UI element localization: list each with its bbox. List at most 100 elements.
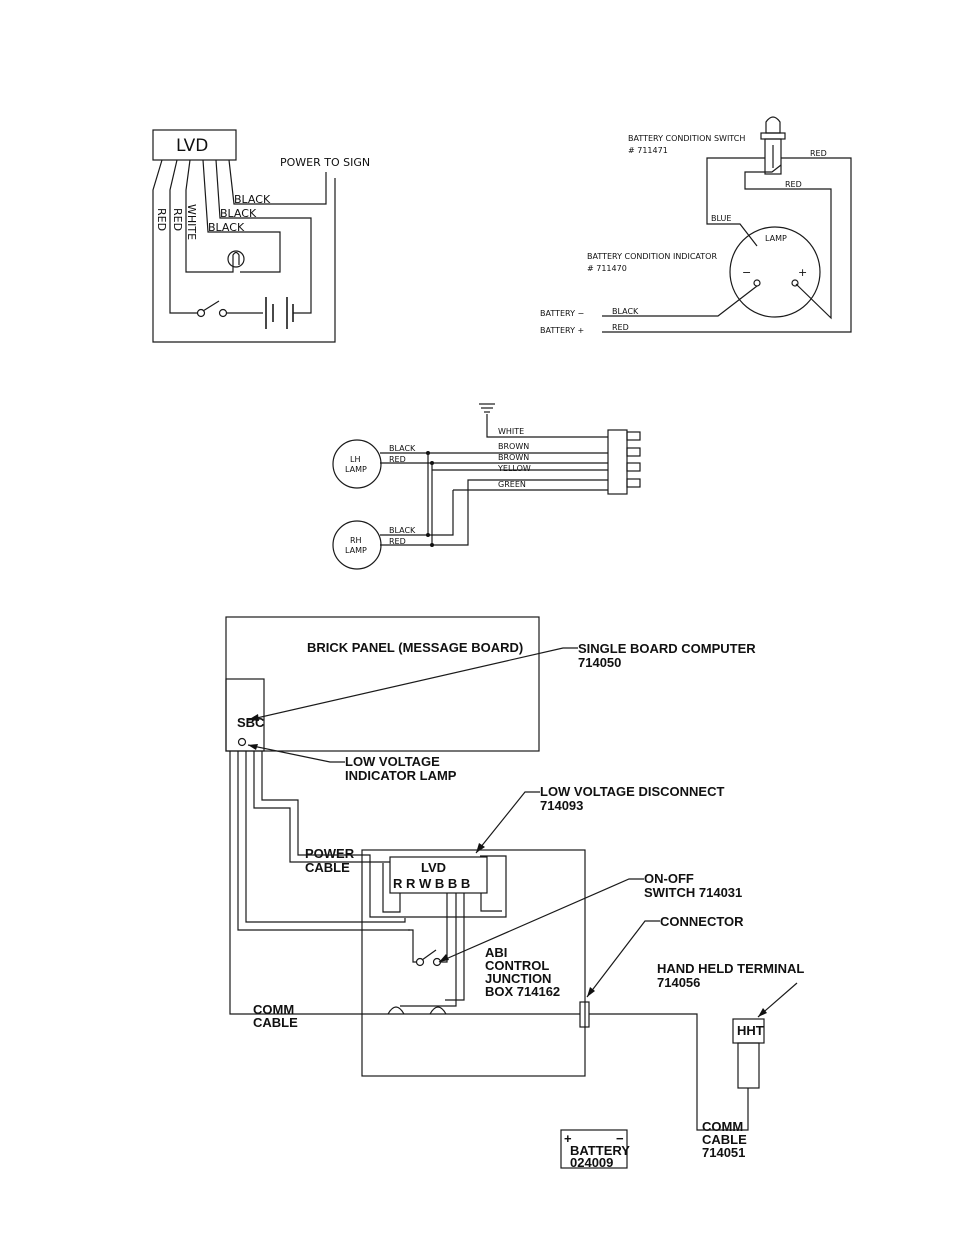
lamp-filament xyxy=(232,251,240,265)
white-wire xyxy=(486,414,608,438)
yellow-label: YELLOW xyxy=(497,464,531,473)
battery-label-2: 024009 xyxy=(570,1155,613,1170)
power-cable-wire-b xyxy=(261,751,507,918)
hht-title-1: HAND HELD TERMINAL xyxy=(657,961,804,976)
onoff-callout-line xyxy=(438,878,644,963)
sbc-callout-1: SINGLE BOARD COMPUTER xyxy=(578,641,756,656)
lvd-callout-2: 714093 xyxy=(540,798,583,813)
battery-label-1: BATTERY xyxy=(570,1143,630,1158)
lamp-callout-1: LOW VOLTAGE xyxy=(345,754,440,769)
black-label-2: BLACK xyxy=(220,207,257,220)
power-cable-1: POWER xyxy=(305,846,355,861)
battery-box xyxy=(560,1129,628,1169)
power-to-sign-label: POWER TO SIGN xyxy=(280,156,370,169)
hht-handle xyxy=(737,1042,760,1089)
battery-plus-lead xyxy=(400,893,457,1007)
black-wire-battery xyxy=(215,159,312,314)
connector-callout: CONNECTOR xyxy=(660,914,744,929)
comm-cable2-label-3: 714051 xyxy=(702,1145,745,1160)
abi-label-1: ABI xyxy=(485,945,507,960)
comm-cable-label-1: COMM xyxy=(253,1002,294,1017)
lvd-box-label: LVD xyxy=(176,136,208,156)
rh-black-wire xyxy=(380,490,454,536)
blue-label: BLUE xyxy=(711,214,731,223)
red-wire-switch xyxy=(169,159,198,314)
comm-cable-wire xyxy=(229,751,580,1015)
rh-lamp-label-1: RH xyxy=(350,536,362,545)
indicator-number: # 711470 xyxy=(587,264,627,273)
hht-title-2: 714056 xyxy=(657,975,700,990)
switch-lead-a xyxy=(408,929,417,963)
brick-panel-label: BRICK PANEL (MESSAGE BOARD) xyxy=(307,640,523,655)
power-cable-2: CABLE xyxy=(305,860,350,875)
abi-label-2: CONTROL xyxy=(485,958,549,973)
battery-plus-sign: + xyxy=(564,1131,572,1146)
red-label-mid: RED xyxy=(785,180,802,189)
switch-number: # 711471 xyxy=(628,146,668,155)
hht-label: HHT xyxy=(737,1023,764,1038)
low-voltage-lamp-icon xyxy=(237,737,247,747)
lvd-r-wire xyxy=(382,863,401,913)
switch-bulb-collar xyxy=(760,132,786,140)
red-label-top: RED xyxy=(810,149,827,158)
white-label: WHITE xyxy=(498,427,524,436)
switch-contact-b xyxy=(218,308,228,318)
battery-minus-label: BATTERY − xyxy=(540,309,584,318)
lamp-harness-diagram: WHITE LH LAMP BLACK RED BROWN BROWN YELL… xyxy=(332,403,641,570)
lvd-b3-wire xyxy=(480,893,502,912)
switch-bulb-icon xyxy=(765,116,781,134)
indicator-terminal-minus xyxy=(753,279,761,287)
onoff-callout-2: SWITCH 714031 xyxy=(644,885,742,900)
red-wire-indicator xyxy=(744,164,832,320)
junction-box xyxy=(361,849,586,1077)
blue-wire xyxy=(706,157,765,247)
black-wire-battery-minus xyxy=(602,285,758,317)
switch-body xyxy=(764,138,782,175)
lamp-symbol xyxy=(227,250,245,268)
red-wire-outer xyxy=(152,159,336,343)
comm-cable-label-2: CABLE xyxy=(253,1015,298,1030)
switch-contact-a xyxy=(196,308,206,318)
white-wire-lamp xyxy=(185,159,234,273)
indicator-minus: − xyxy=(742,266,751,279)
black-label-1: BLACK xyxy=(234,193,271,206)
lh-black-label: BLACK xyxy=(389,444,416,453)
brown-label-2: BROWN xyxy=(498,453,529,462)
comm-crossover-2 xyxy=(429,1006,447,1015)
indicator-terminal-plus xyxy=(791,279,799,287)
green-label: GREEN xyxy=(498,480,526,489)
lvd-callout-1: LOW VOLTAGE DISCONNECT xyxy=(540,784,724,799)
rh-black-label: BLACK xyxy=(389,526,416,535)
lh-lamp-label-2: LAMP xyxy=(345,465,367,474)
comm-cable-714051 xyxy=(589,1013,749,1131)
sbc-callout-2: 714050 xyxy=(578,655,621,670)
black-label: BLACK xyxy=(612,307,639,316)
comm-crossover-1 xyxy=(387,1006,405,1015)
connector-callout-line xyxy=(586,920,660,998)
red-label-1: RED xyxy=(155,208,168,231)
battery-minus-sign: − xyxy=(616,1131,624,1146)
lh-lamp-label-1: LH xyxy=(350,455,360,464)
white-label: WHITE xyxy=(185,204,198,240)
sbc-box xyxy=(225,678,265,752)
indicator-lamp-label: LAMP xyxy=(765,234,787,243)
sbc-callout-line xyxy=(247,647,578,721)
red-wire-2 xyxy=(245,751,406,923)
comm-cable2-label-2: CABLE xyxy=(702,1132,747,1147)
lvd-terminals: R R W B B B xyxy=(393,876,470,891)
battery-minus-lead xyxy=(445,893,465,1001)
power-cable-wire-a xyxy=(253,751,390,863)
switch-lead-b xyxy=(440,893,448,963)
switch-blade xyxy=(421,949,437,961)
lvd-box xyxy=(152,129,237,161)
black-wire-power xyxy=(228,159,327,205)
battery-condition-diagram: BATTERY CONDITION SWITCH # 711471 RED RE… xyxy=(540,116,852,335)
brick-panel-box xyxy=(225,616,540,752)
black-label-3: BLACK xyxy=(208,221,245,234)
rh-red-label: RED xyxy=(389,537,406,546)
indicator-plus: + xyxy=(798,266,807,279)
lvd-wiring-diagram: LVD POWER TO SIGN BLACK BLACK BLACK RED … xyxy=(152,129,370,343)
onoff-callout-1: ON-OFF xyxy=(644,871,694,886)
rh-lamp-icon xyxy=(332,520,382,570)
